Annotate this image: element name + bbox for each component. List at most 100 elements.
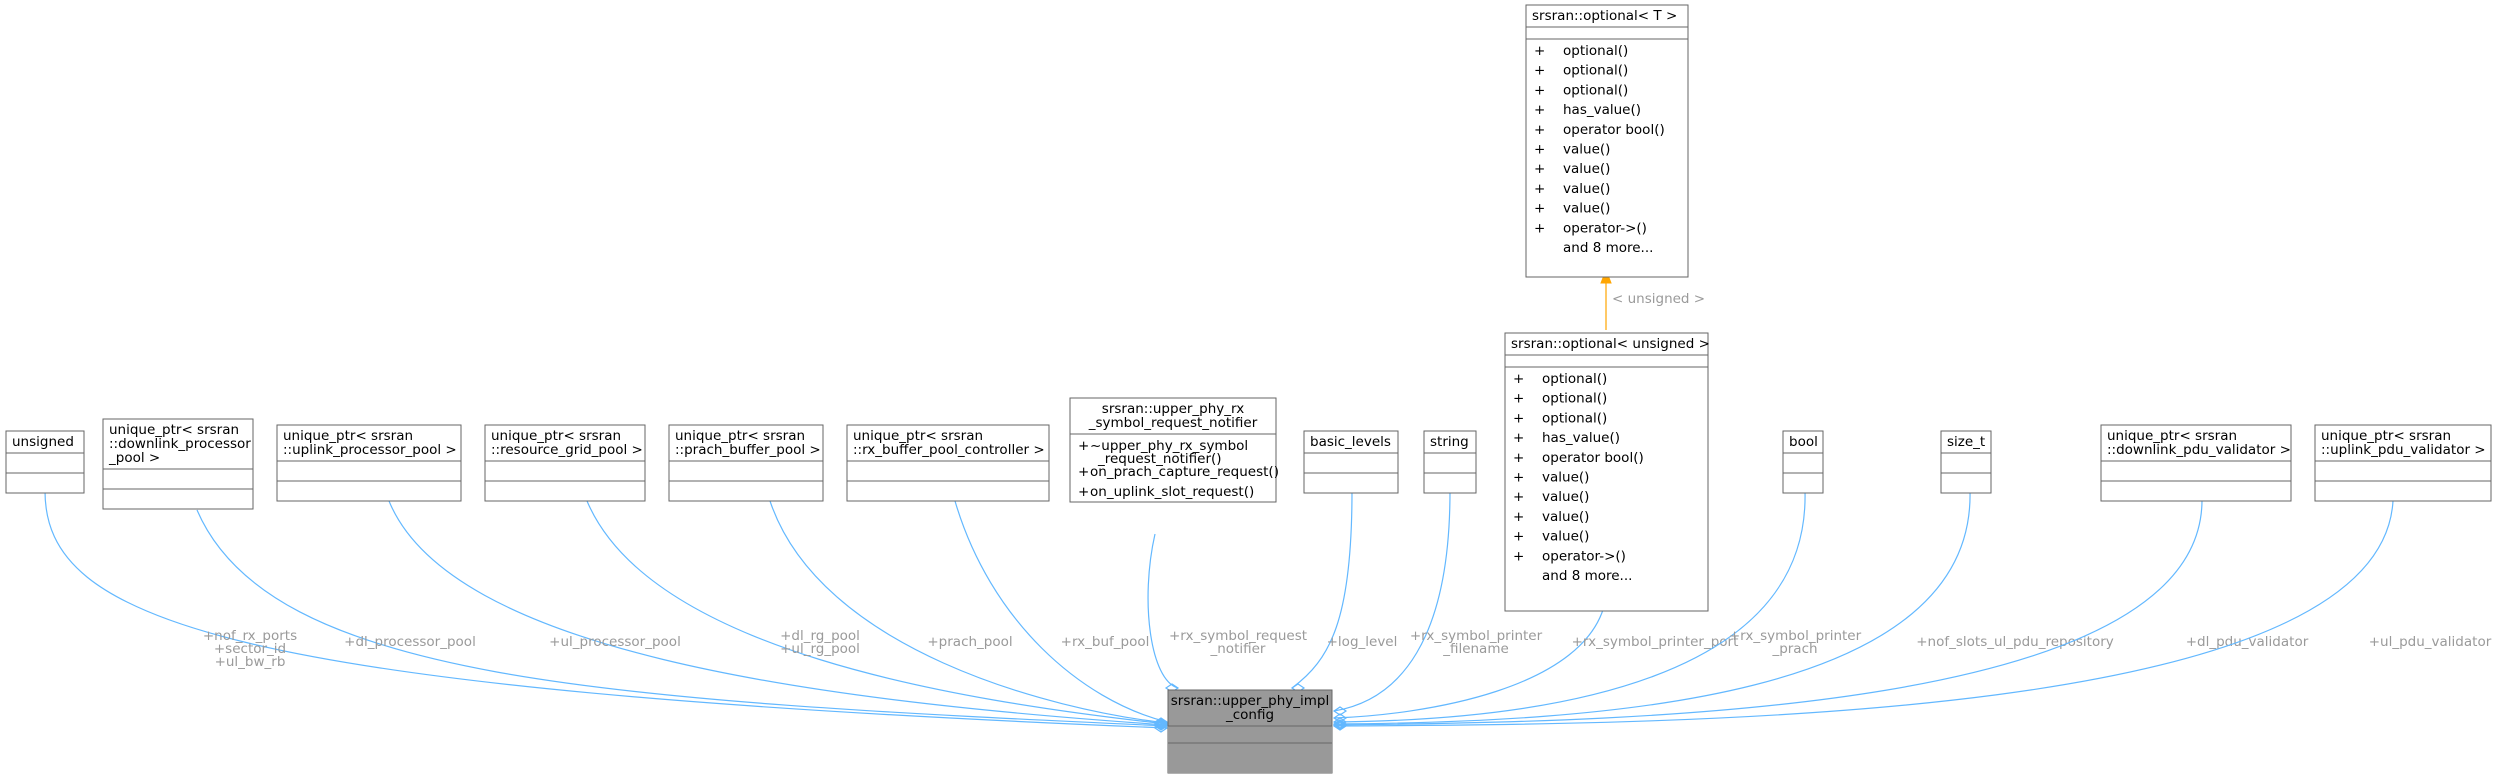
member-visibility: + <box>1078 484 1089 500</box>
class-box-unsigned[interactable]: unsigned <box>5 430 85 494</box>
class-title: _pool > <box>108 450 160 466</box>
edge-label-line: +dl_processor_pool <box>344 634 476 650</box>
member-name: operator->() <box>1542 548 1626 564</box>
edge-label: +prach_pool <box>927 634 1012 650</box>
aggregation-diamond <box>1332 720 1348 730</box>
class-box-bool[interactable]: bool <box>1782 430 1824 494</box>
class-box-rx_buf[interactable]: unique_ptr< srsran::rx_buffer_pool_contr… <box>846 424 1050 502</box>
class-title: _symbol_request_notifier <box>1088 415 1258 431</box>
class-box-dl_pdu[interactable]: unique_ptr< srsran::downlink_pdu_validat… <box>2100 424 2292 502</box>
edge-label: +dl_pdu_validator <box>2186 634 2309 650</box>
member-visibility: + <box>1534 220 1545 236</box>
class-title: ::uplink_pdu_validator > <box>2321 442 2486 458</box>
edge-label: +rx_symbol_printer_filename <box>1410 628 1543 657</box>
edge-label-line: +ul_processor_pool <box>549 634 681 650</box>
member-name: value() <box>1542 529 1589 545</box>
class-box-ul_pdu[interactable]: unique_ptr< srsran::uplink_pdu_validator… <box>2314 424 2492 502</box>
association-edge: +prach_pool <box>769 500 1169 728</box>
class-box-frame <box>1069 397 1277 503</box>
member-visibility: + <box>1534 102 1545 118</box>
class-title: unsigned <box>12 434 74 450</box>
class-box-frame <box>1504 332 1709 612</box>
edge-line <box>196 509 1168 727</box>
class-box-frame <box>1423 430 1477 494</box>
member-name: optional() <box>1542 391 1607 407</box>
edge-label-line: _filename <box>1442 641 1509 657</box>
member-name: optional() <box>1563 63 1628 79</box>
class-box-rg_pool[interactable]: unique_ptr< srsran::resource_grid_pool > <box>484 424 646 502</box>
class-title: unique_ptr< srsran <box>853 428 983 444</box>
member-name: value() <box>1563 181 1610 197</box>
edge-line <box>954 500 1168 723</box>
main-class-box[interactable]: srsran::upper_phy_impl_config <box>1167 689 1333 774</box>
class-box-body <box>1168 726 1332 773</box>
association-edge: +ul_pdu_validator <box>1332 500 2492 731</box>
class-box-opt_T[interactable]: srsran::optional< T >+optional()+optiona… <box>1525 4 1689 278</box>
edge-line <box>1333 500 2394 727</box>
edge-label-line: +nof_slots_ul_pdu_repository <box>1916 634 2114 650</box>
class-box-frame <box>5 430 85 494</box>
class-box-size_t[interactable]: size_t <box>1940 430 1992 494</box>
member-visibility: + <box>1513 548 1524 564</box>
class-box-frame <box>668 424 824 502</box>
edge-line <box>1333 490 1806 723</box>
association-edge: +rx_buf_pool <box>954 500 1169 727</box>
class-box-frame <box>2314 424 2492 502</box>
edge-label: +dl_rg_pool+ul_rg_pool <box>780 628 860 657</box>
association-edge: +dl_rg_pool+ul_rg_pool <box>586 500 1169 729</box>
member-name: ~upper_phy_rx_symbol <box>1090 438 1248 454</box>
member-visibility: + <box>1534 142 1545 158</box>
edge-label-line: +rx_symbol_request <box>1169 628 1307 644</box>
class-title: ::resource_grid_pool > <box>491 442 643 458</box>
class-title: unique_ptr< srsran <box>2107 428 2237 444</box>
edge-line <box>44 490 1168 729</box>
class-title: bool <box>1789 434 1818 450</box>
class-box-dl_proc[interactable]: unique_ptr< srsran::downlink_processor_p… <box>102 418 254 510</box>
class-box-frame <box>2100 424 2292 502</box>
member-visibility: + <box>1513 509 1524 525</box>
class-box-frame <box>1303 430 1399 494</box>
class-box-basic_levels[interactable]: basic_levels <box>1303 430 1399 494</box>
class-title: ::prach_buffer_pool > <box>675 442 821 458</box>
association-edge: +rx_symbol_printer_port <box>1332 597 1739 723</box>
edge-label-line: +ul_pdu_validator <box>2369 634 2492 650</box>
edge-line <box>1333 500 2203 726</box>
edge-label: +log_level <box>1327 634 1398 650</box>
class-box-notifier[interactable]: srsran::upper_phy_rx_symbol_request_noti… <box>1069 397 1279 503</box>
edge-label-line: _notifier <box>1210 641 1266 657</box>
class-title: ::rx_buffer_pool_controller > <box>853 442 1045 458</box>
class-box-frame <box>1940 430 1992 494</box>
association-edge: +nof_rx_ports+sector_id+ul_bw_rb <box>44 490 1169 733</box>
association-edge: +dl_processor_pool <box>196 509 1169 731</box>
class-title: unique_ptr< srsran <box>283 428 413 444</box>
class-box-opt_unsigned[interactable]: srsran::optional< unsigned >+optional()+… <box>1504 332 1710 612</box>
member-visibility: + <box>1534 122 1545 138</box>
member-name: and 8 more... <box>1542 568 1632 584</box>
member-visibility: + <box>1513 529 1524 545</box>
member-visibility: + <box>1513 470 1524 486</box>
edge-label-line: +rx_symbol_printer_port <box>1572 634 1739 650</box>
class-box-string[interactable]: string <box>1423 430 1477 494</box>
edge-label-line: +rx_symbol_printer <box>1410 628 1543 644</box>
class-title: size_t <box>1947 434 1985 450</box>
class-title: string <box>1430 434 1469 450</box>
member-name: has_value() <box>1542 430 1620 446</box>
class-box-ul_proc[interactable]: unique_ptr< srsran::uplink_processor_poo… <box>276 424 462 502</box>
member-name: operator bool() <box>1563 122 1665 138</box>
edge-label-line: +rx_symbol_printer <box>1729 628 1862 644</box>
class-box-prach_pool[interactable]: unique_ptr< srsran::prach_buffer_pool > <box>668 424 824 502</box>
member-visibility: + <box>1078 438 1089 454</box>
class-title: unique_ptr< srsran <box>491 428 621 444</box>
member-visibility: + <box>1513 371 1524 387</box>
class-box-frame <box>846 424 1050 502</box>
member-name: on_uplink_slot_request() <box>1090 484 1254 500</box>
edge-label: +ul_processor_pool <box>549 634 681 650</box>
aggregation-diamond <box>1332 706 1348 716</box>
member-visibility: + <box>1534 43 1545 59</box>
member-visibility: + <box>1513 489 1524 505</box>
association-edge: +log_level <box>1290 490 1398 693</box>
edge-label-line: +log_level <box>1327 634 1398 650</box>
class-title: unique_ptr< srsran <box>675 428 805 444</box>
class-title: ::downlink_processor <box>109 436 251 452</box>
member-name: operator->() <box>1563 220 1647 236</box>
